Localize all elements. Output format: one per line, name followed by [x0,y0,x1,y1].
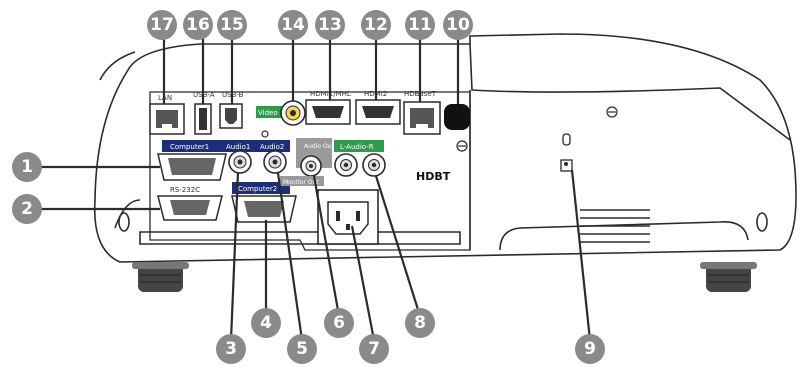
right-foot [700,262,757,292]
rs232c-port: RS-232C [157,186,223,221]
lan-port: LAN [149,94,185,135]
callout-15: 15 [217,10,247,40]
callout-11-number: 11 [408,15,432,35]
audio2-label: Audio2 [260,143,284,151]
audio1-label: Audio1 [226,143,250,151]
computer1-port: Computer1 [157,140,227,181]
leader-lines [40,38,592,341]
hdbt-logo: HDBT [416,170,451,183]
hdbaset-port: HDBaseT [403,90,441,135]
callout-16-number: 16 [186,15,210,35]
callout-10-number: 10 [446,15,470,35]
hdmi1-port: HDMI1/MHL [305,90,351,125]
callout-2-number: 2 [21,199,33,219]
l-audio-r-label: L-Audio-R [340,143,374,151]
l-audio-r-port: L-Audio-R [334,140,386,177]
computer2-port: Computer2 Monitor Out [231,176,324,223]
rs232c-label: RS-232C [170,186,200,194]
callout-3-number: 3 [225,339,237,359]
callout-16: 16 [183,10,213,40]
callout-15-number: 15 [220,15,244,35]
callout-8: 8 [405,308,435,338]
callout-12-number: 12 [364,15,388,35]
callout-4-number: 4 [260,313,272,333]
callout-9: 9 [575,334,605,364]
monitor-out-label: Monitor Out [283,179,319,186]
callout-4: 4 [251,308,281,338]
power-inlet [317,189,379,245]
callout-7: 7 [359,334,389,364]
callouts: 1 2 3 4 5 6 7 8 9 10 11 12 13 14 15 16 1… [12,10,605,364]
callout-10: 10 [443,10,473,40]
callout-2: 2 [12,194,42,224]
video-port: Video [256,100,306,126]
callout-7-number: 7 [368,339,380,359]
callout-3: 3 [216,334,246,364]
callout-13: 13 [315,10,345,40]
callout-1-number: 1 [21,157,33,177]
video-label: Video [258,109,278,117]
callout-14: 14 [278,10,308,40]
audio1-port: Audio1 [222,140,256,174]
projector-body [93,33,797,263]
callout-5: 5 [287,334,317,364]
remote-receiver [444,104,470,130]
hdmi2-port: HDMI2 [355,90,401,125]
computer2-label: Computer2 [238,185,277,193]
callout-1: 1 [12,152,42,182]
security-slot [560,133,573,172]
callout-17-number: 17 [150,15,174,35]
callout-17: 17 [147,10,177,40]
callout-6-number: 6 [333,313,345,333]
screws [261,106,618,152]
callout-11: 11 [405,10,435,40]
callout-6: 6 [324,308,354,338]
computer1-label: Computer1 [170,143,209,151]
audio-out-port: Audio Out [296,138,334,177]
callout-8-number: 8 [414,313,426,333]
left-foot [132,262,189,292]
callout-9-number: 9 [584,339,596,359]
callout-5-number: 5 [296,339,308,359]
audio2-port: Audio2 [256,140,290,174]
connector-panel [149,91,471,251]
audio-out-label: Audio Out [304,143,334,150]
callout-13-number: 13 [318,15,342,35]
callout-12: 12 [361,10,391,40]
callout-14-number: 14 [281,15,305,35]
